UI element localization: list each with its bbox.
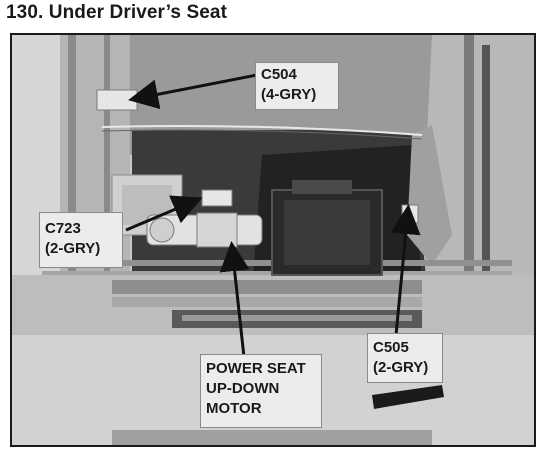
callout-c723-code: C723: [45, 220, 81, 237]
callout-c723: C723 (2-GRY): [39, 212, 123, 268]
callout-c505-code: C505: [373, 339, 409, 356]
callout-c505: C505 (2-GRY): [367, 333, 443, 383]
callout-arrows: [125, 73, 421, 358]
callout-motor-line3: MOTOR: [206, 400, 262, 417]
callout-c504-desc: (4-GRY): [261, 86, 317, 103]
callout-motor-line2: UP-DOWN: [206, 380, 280, 397]
callout-power-seat-motor: POWER SEAT UP-DOWN MOTOR: [200, 354, 322, 428]
callout-c504-code: C504: [261, 66, 297, 83]
callout-c505-desc: (2-GRY): [373, 359, 429, 376]
callout-c504: C504 (4-GRY): [255, 62, 339, 110]
callout-c723-desc: (2-GRY): [45, 240, 101, 257]
page-title: 130. Under Driver’s Seat: [6, 2, 228, 23]
callout-motor-line1: POWER SEAT: [206, 360, 306, 377]
